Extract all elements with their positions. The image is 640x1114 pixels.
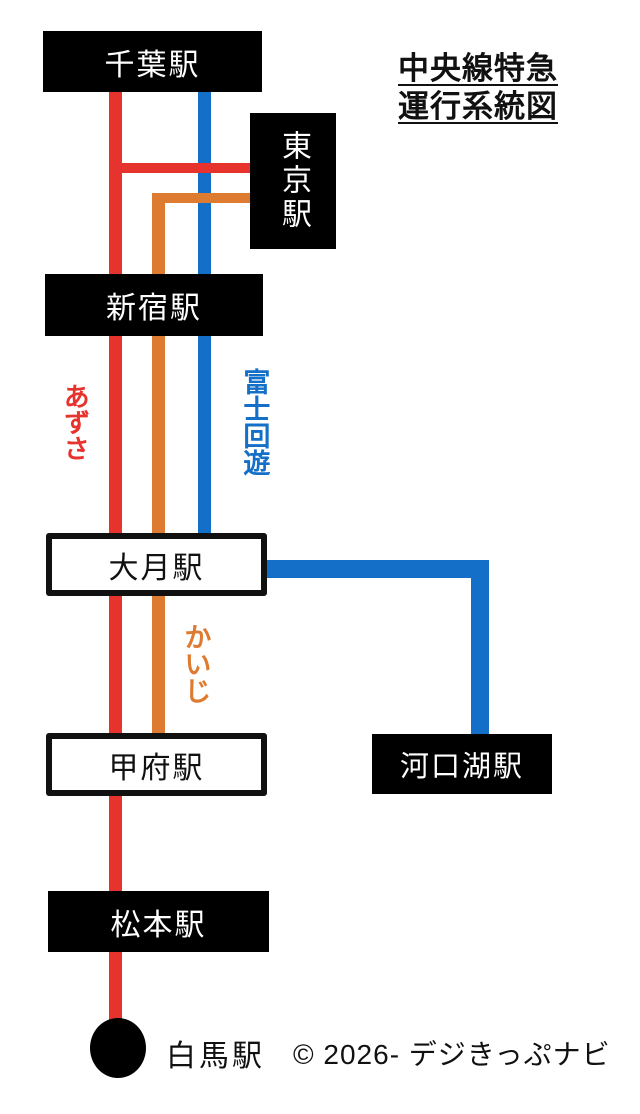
fuji-excursion-branch-horizontal xyxy=(263,560,489,578)
kaiji-line-shinjuku-otsuki xyxy=(152,336,165,534)
station-shinjuku-label: 新宿駅 xyxy=(106,292,202,325)
station-matsumoto-label: 松本駅 xyxy=(110,908,207,942)
diagram-title: 中央線特急 運行系統図 xyxy=(398,50,558,126)
kaiji-line-tokyo-connector xyxy=(152,193,250,203)
azusa-line-otsuki-kofu xyxy=(109,596,122,734)
station-kofu-label: 甲府駅 xyxy=(108,751,205,785)
station-kofu: 甲府駅 xyxy=(46,733,267,796)
azusa-line-chiba-shinjuku xyxy=(109,92,122,275)
kaiji-line-otsuki-kofu xyxy=(152,596,165,734)
azusa-line-shinjuku-otsuki xyxy=(109,336,122,534)
fuji-excursion-line-chiba-shinjuku xyxy=(198,92,211,275)
station-kawaguchiko: 河口湖駅 xyxy=(372,734,552,794)
station-hakuba-label: 白馬駅 xyxy=(166,1040,265,1073)
diagram-title-line1: 中央線特急 xyxy=(398,51,558,86)
station-chiba-label: 千葉駅 xyxy=(104,48,201,82)
azusa-line-matsumoto-hakuba xyxy=(109,952,122,1032)
station-otsuki: 大月駅 xyxy=(46,533,267,596)
fuji-excursion-line-shinjuku-otsuki xyxy=(198,336,211,534)
hakuba-station-dot xyxy=(90,1018,146,1078)
station-matsumoto: 松本駅 xyxy=(48,891,269,952)
station-otsuki-label: 大月駅 xyxy=(108,551,205,585)
azusa-line-kofu-matsumoto xyxy=(109,796,122,892)
station-tokyo-label: 東京駅 xyxy=(277,130,310,232)
fuji-excursion-line-label: 富士回遊 xyxy=(239,368,270,476)
station-chiba: 千葉駅 xyxy=(43,31,262,92)
azusa-line-tokyo-connector xyxy=(109,163,250,173)
station-tokyo: 東京駅 xyxy=(250,113,336,249)
station-kawaguchiko-label: 河口湖駅 xyxy=(399,751,524,783)
kaiji-line-label: かいじ xyxy=(180,623,211,704)
copyright-notice: © 2026- デジきっぷナビ xyxy=(293,1039,611,1070)
diagram-title-line2: 運行系統図 xyxy=(398,88,558,124)
kaiji-line-to-shinjuku xyxy=(152,193,165,275)
azusa-line-label: あずさ xyxy=(60,383,91,461)
fuji-excursion-branch-to-kawaguchiko xyxy=(471,560,489,738)
station-shinjuku: 新宿駅 xyxy=(45,274,263,336)
